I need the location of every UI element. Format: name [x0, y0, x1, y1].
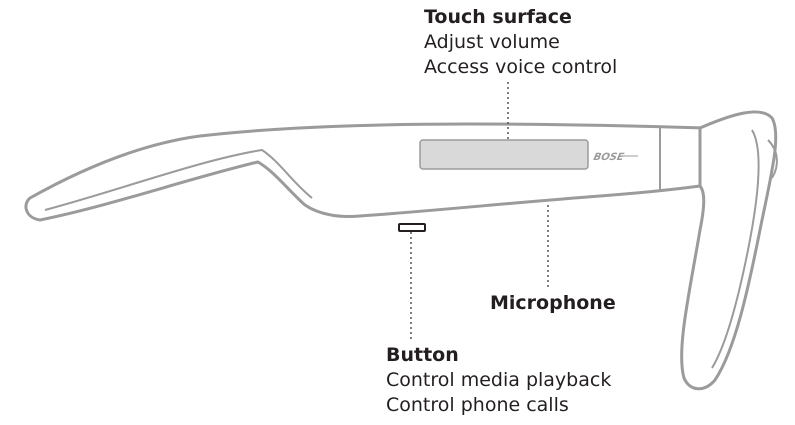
touch-surface-callout: Touch surface Adjust volume Access voice…	[424, 5, 617, 80]
front-frame-outline	[680, 110, 778, 391]
temple-inner-groove	[44, 148, 313, 211]
touch-surface-title: Touch surface	[424, 6, 572, 28]
microphone-title: Microphone	[490, 292, 616, 314]
button-line-1: Control media playback	[386, 369, 612, 391]
hardware-button	[398, 223, 426, 232]
button-title: Button	[386, 344, 459, 366]
lens-inner-rim	[711, 129, 760, 369]
button-callout: Button Control media playback Control ph…	[386, 343, 611, 418]
microphone-callout: Microphone	[490, 291, 616, 316]
lens-edge-detail	[767, 139, 778, 179]
touch-surface-line-1: Adjust volume	[424, 31, 560, 53]
brand-logo: BOSE	[592, 152, 625, 163]
touch-surface-line-2: Access voice control	[424, 56, 618, 78]
button-line-2: Control phone calls	[386, 394, 569, 416]
temple-arm-outline	[24, 122, 707, 222]
touch-surface-pad	[419, 139, 589, 170]
